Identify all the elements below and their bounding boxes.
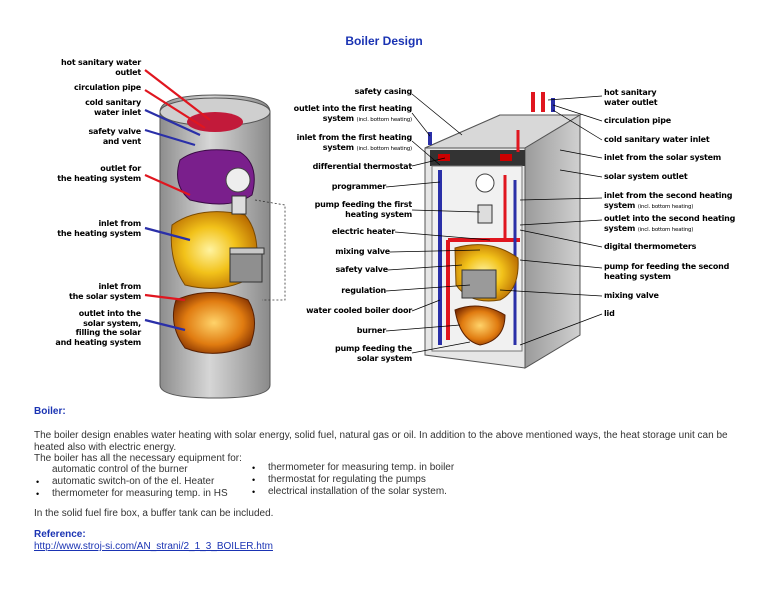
equipment-list-right: thermometer for measuring temp. in boile… xyxy=(252,462,454,498)
boiler-illustration xyxy=(144,69,603,399)
label-right-solar-outlet: solar system outlet xyxy=(604,172,688,181)
label-right-lid: lid xyxy=(604,309,615,318)
label-right-cold-sanitary-inlet: cold sanitary water inlet xyxy=(604,135,710,144)
solid-fuel-note: In the solid fuel fire box, a buffer tan… xyxy=(34,508,274,519)
label-water-cooled-door: water cooled boiler door xyxy=(306,306,412,315)
boiler-unit xyxy=(424,92,582,369)
boiler-paragraph: The boiler design enables water heating … xyxy=(34,430,728,453)
reference-link[interactable]: http://www.stroj-si.com/AN_strani/2_1_3_… xyxy=(34,541,273,552)
label-inlet-first-heating: inlet from the first heating system (inc… xyxy=(296,133,413,152)
equipment-intro: The boiler has all the necessary equipme… xyxy=(34,453,242,464)
label-inlet-solar-system: inlet from the solar system xyxy=(69,282,141,301)
label-outlet-first-heating: outlet into the first heating system (in… xyxy=(293,104,413,123)
list-item: thermometer for measuring temp. in boile… xyxy=(252,462,454,474)
page-title: Boiler Design xyxy=(345,34,423,48)
label-right-outlet-second-heating: outlet into the second heating system (i… xyxy=(604,214,736,233)
label-right-pump-second-heating: pump for feeding the second heating syst… xyxy=(604,262,730,281)
list-item: electrical installation of the solar sys… xyxy=(252,486,454,498)
list-item: automatic control of the burner xyxy=(52,464,188,475)
label-cold-sanitary-water-inlet: cold sanitary water inlet xyxy=(85,98,141,117)
label-right-inlet-solar: inlet from the solar system xyxy=(604,153,722,162)
label-pump-solar-system: pump feeding the solar system xyxy=(334,344,412,363)
label-regulation: regulation xyxy=(341,286,386,295)
list-item: automatic switch-on of the el. Heater xyxy=(36,476,228,488)
label-programmer: programmer xyxy=(331,182,386,191)
reference-heading: Reference: xyxy=(34,529,86,540)
boiler-heading: Boiler: xyxy=(34,406,66,417)
label-inlet-heating-system: inlet from the heating system xyxy=(57,219,141,238)
label-outlet-heating-system: outlet for the heating system xyxy=(57,164,141,183)
label-right-hot-sanitary-outlet: hot sanitary water outlet xyxy=(604,88,658,107)
label-outlet-solar-system: outlet into the solar system, filling th… xyxy=(55,309,141,347)
list-item: thermometer for measuring temp. in HS xyxy=(36,488,228,500)
label-pump-first-heating: pump feeding the first heating system xyxy=(314,200,413,219)
label-burner: burner xyxy=(356,326,386,335)
equipment-list-left: automatic control of the burner automati… xyxy=(36,464,228,500)
label-safety-valve: safety valve xyxy=(335,265,389,274)
label-differential-thermostat: differential thermostat xyxy=(312,162,413,171)
left-leader-lines xyxy=(144,69,211,332)
label-safety-casing: safety casing xyxy=(354,87,413,96)
label-right-inlet-second-heating: inlet from the second heating system (in… xyxy=(604,191,733,210)
label-right-digital-thermometers: digital thermometers xyxy=(604,242,697,251)
label-mixing-valve: mixing valve xyxy=(335,247,390,256)
label-circulation-pipe: circulation pipe xyxy=(74,83,141,92)
label-hot-sanitary-water-outlet: hot sanitary water outlet xyxy=(61,58,141,77)
label-right-circulation-pipe: circulation pipe xyxy=(604,116,671,125)
label-electric-heater: electric heater xyxy=(331,227,395,236)
middle-leader-lines xyxy=(385,93,491,354)
list-item: thermostat for regulating the pumps xyxy=(252,474,454,486)
label-right-mixing-valve: mixing valve xyxy=(604,291,659,300)
storage-cylinder xyxy=(159,94,271,399)
right-leader-lines xyxy=(499,95,603,346)
label-safety-valve-and-vent: safety valve and vent xyxy=(88,127,142,146)
